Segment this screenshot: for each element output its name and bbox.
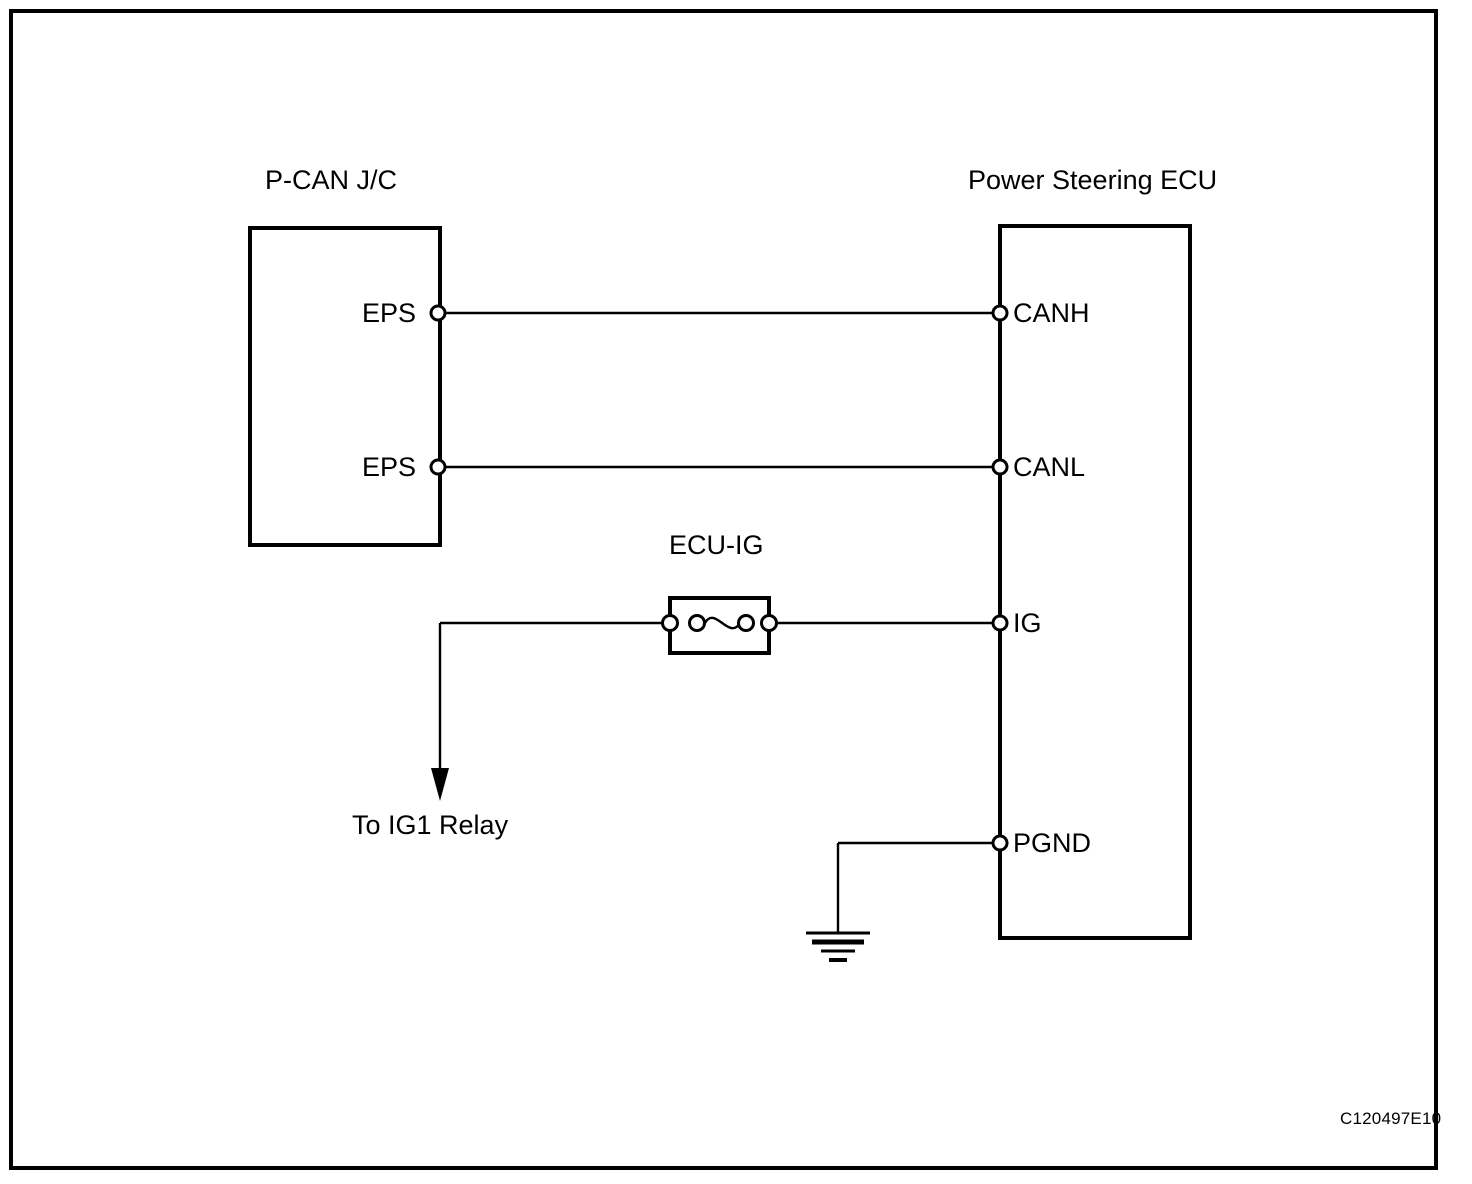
fuse-terminal-outer-right bbox=[760, 614, 778, 632]
fuse-label: ECU-IG bbox=[669, 530, 764, 560]
pin-label-jc-eps-1: EPS bbox=[362, 298, 417, 328]
fuse-terminal-inner-right bbox=[737, 614, 755, 632]
arrow-down-icon bbox=[431, 768, 449, 801]
page-frame bbox=[9, 9, 1438, 1170]
pin-label-ecu-pgnd: PGND bbox=[1013, 828, 1092, 858]
fuse-terminal-outer-left bbox=[661, 614, 679, 632]
junction-connector-title: P-CAN J/C bbox=[265, 165, 398, 195]
pin-label-jc-eps-2: EPS bbox=[362, 452, 417, 482]
ecu-title: Power Steering ECU bbox=[968, 165, 1218, 195]
junction-connector-box bbox=[248, 226, 442, 547]
pin-label-ecu-canl: CANL bbox=[1013, 452, 1086, 482]
terminal-ecu-ig bbox=[991, 614, 1009, 632]
ecu-box bbox=[998, 224, 1192, 940]
pin-label-ecu-ig: IG bbox=[1013, 608, 1042, 638]
pin-label-ecu-canh: CANH bbox=[1013, 298, 1090, 328]
reference-code: C120497E10 bbox=[1340, 1109, 1442, 1128]
to-ig1-relay-label: To IG1 Relay bbox=[352, 810, 509, 840]
fuse-filament-icon bbox=[703, 616, 742, 630]
fuse-terminal-inner-left bbox=[688, 614, 706, 632]
terminal-ecu-pgnd bbox=[991, 834, 1009, 852]
terminal-ecu-canh bbox=[991, 304, 1009, 322]
terminal-ecu-canl bbox=[991, 458, 1009, 476]
terminal-jc-eps-2 bbox=[429, 458, 447, 476]
terminal-jc-eps-1 bbox=[429, 304, 447, 322]
